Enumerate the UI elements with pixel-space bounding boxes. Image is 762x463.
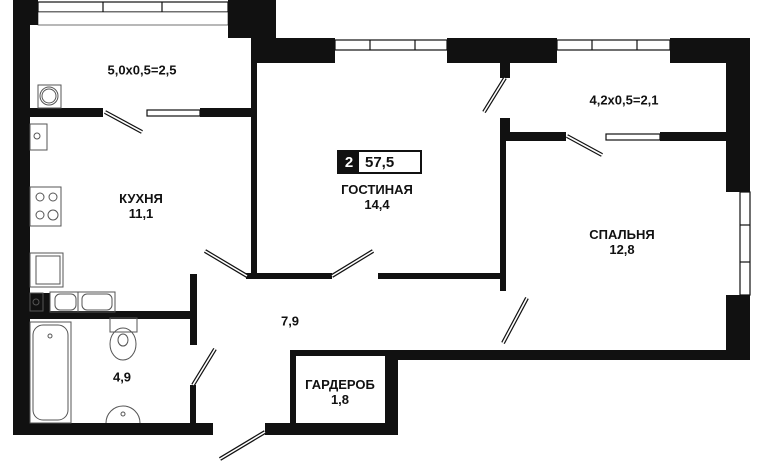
rooms-count: 2 [339, 152, 359, 172]
windows [37, 1, 751, 296]
room-area: 12,8 [609, 242, 635, 257]
appliance-icon [49, 291, 116, 313]
boiler-icon [37, 84, 62, 109]
room-area: 4,9 [112, 369, 132, 385]
fixtures [29, 84, 141, 424]
apartment-badge: 2 57,5 [337, 150, 422, 174]
total-area: 57,5 [359, 152, 420, 172]
room-area: 5,0x0,5=2,5 [107, 62, 177, 78]
room-name: ГОСТИНАЯ [341, 182, 413, 197]
room-name: ГАРДЕРОБ [305, 377, 375, 392]
room-name: КУХНЯ [119, 191, 163, 206]
bathtub-icon [29, 321, 72, 424]
room-balcony-kitchen: 5,0x0,5=2,5 [107, 63, 176, 78]
room-name: СПАЛЬНЯ [589, 227, 655, 242]
kitchen-sink-icon [29, 123, 48, 151]
room-area: 4,2x0,5=2,1 [589, 92, 659, 108]
stove-icon [29, 186, 62, 227]
room-balcony-bedroom: 4,2x0,5=2,1 [589, 93, 658, 108]
washbasin-icon [29, 252, 64, 288]
room-area: 1,8 [330, 392, 350, 407]
washing-machine-icon [29, 292, 44, 312]
toilet-icon [109, 317, 138, 361]
walls [13, 0, 750, 435]
bathroom-sink-icon [105, 405, 141, 424]
room-bathroom: 4,9 [113, 370, 131, 385]
room-area: 7,9 [280, 313, 300, 329]
room-area: 11,1 [128, 206, 154, 221]
room-hallway: 7,9 [281, 314, 299, 329]
doors-inner [104, 77, 603, 460]
room-area: 14,4 [364, 197, 390, 212]
